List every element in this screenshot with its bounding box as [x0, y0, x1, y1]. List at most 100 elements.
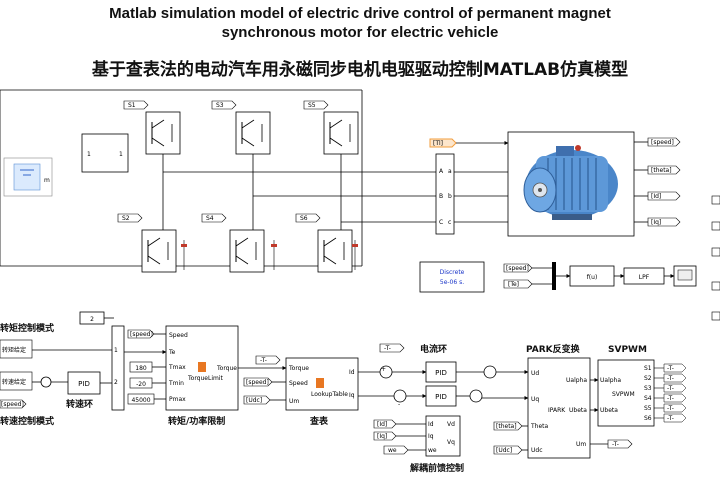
label-speed-loop: 转速环: [66, 398, 93, 410]
dec-out-vd: Vd: [447, 421, 455, 428]
svpwm-tag-3: -T-: [667, 385, 674, 392]
svpwm-out-s4: S4: [644, 395, 652, 402]
lookup-table-block[interactable]: [speed] [Udc] Torque Speed Um Id Iq Look…: [243, 357, 359, 427]
lut-out-iq: Iq: [349, 392, 355, 399]
lut-in-speed: Speed: [289, 380, 308, 387]
lut-in-torque: Torque: [288, 365, 309, 372]
pid-d-label: PID: [435, 369, 447, 377]
title-chinese: 基于查表法的电动汽车用永磁同步电机电驱驱动控制MATLAB仿真模型: [91, 60, 629, 80]
decouple-caption: 解耦前馈控制: [410, 462, 464, 474]
solver-line2: 5e-06 s.: [440, 279, 464, 286]
filter-in-te: [Te]: [508, 281, 519, 288]
dec-in-id: Id: [428, 421, 434, 428]
lut-block-name: LookupTable: [311, 391, 348, 398]
right-edge-blocks: [711, 195, 720, 321]
lut-speed-tag: [speed]: [246, 379, 269, 386]
tag-s4: S4: [206, 215, 214, 222]
pmsm-motor-block[interactable]: [507, 131, 635, 237]
igbt-s6[interactable]: [317, 229, 353, 273]
ipark-block[interactable]: PARK反变换 [theta] [Udc] Ud Uq Theta Udc Ua…: [493, 343, 633, 459]
bus-port-a-out: a: [448, 168, 452, 175]
dec-in-iq: Iq: [428, 433, 434, 440]
igbt-s4[interactable]: [229, 229, 265, 273]
speed-feedback-tag: [speed]: [1, 401, 24, 408]
switch-port-2: 2: [114, 379, 118, 386]
switch-port-1: 1: [114, 347, 118, 354]
tl-in-tmax: Tmax: [168, 364, 186, 371]
svpwm-tag-5: -T-: [667, 405, 674, 412]
tl-in-pmax: Pmax: [169, 396, 186, 403]
svpwm-out-s2: S2: [644, 375, 652, 382]
label-torque-mode: 转矩控制模式: [0, 322, 54, 334]
tag-s6: S6: [300, 215, 308, 222]
switch-tags: S1 S3 S5 S2 S4 S6: [117, 100, 329, 223]
igbt-s2[interactable]: [141, 229, 177, 273]
label-speed-mode: 转速控制模式: [0, 415, 54, 427]
bus-connector-block[interactable]: A B C a b c: [435, 153, 455, 235]
tl-in-tmin: Tmin: [168, 380, 184, 387]
lut-out-id: Id: [349, 369, 355, 376]
lut-in-um: Um: [289, 398, 299, 405]
torque-limit-block[interactable]: [speed] 180 -20 45000 Speed Te Tmax Tmin…: [127, 325, 287, 427]
park-in-uq: Uq: [531, 396, 539, 403]
cl-top-tag: -T-: [384, 345, 391, 352]
mode-section: 2 转矩控制模式 转矩给定 转速给定 PID [speed] 转速环 转速控制模…: [0, 311, 167, 427]
tag-s2: S2: [122, 215, 130, 222]
tl-const-2: -20: [136, 381, 146, 388]
svpwm-out-s3: S3: [644, 385, 652, 392]
gate-demux-block[interactable]: 1 1: [81, 133, 129, 173]
title-english: Matlab simulation model of electric driv…: [109, 5, 611, 41]
tl-const-1: 180: [135, 365, 147, 372]
svpwm-out-s5: S5: [644, 405, 652, 412]
powergui-solver-block[interactable]: Discrete 5e-06 s.: [419, 261, 485, 293]
motor-outputs: [speed] [theta] [Id] [Iq]: [634, 137, 681, 227]
svpwm-out-s6: S6: [644, 415, 652, 422]
motor-load-tag[interactable]: [Tl]: [429, 138, 457, 148]
igbt-s3[interactable]: [235, 111, 271, 155]
park-block-name: IPARK: [548, 407, 566, 414]
dec-out-vq: Vq: [447, 439, 455, 446]
park-in-udc: Udc: [531, 447, 543, 454]
bus-port-b: B: [439, 193, 443, 200]
lpf-label: LPF: [639, 274, 650, 281]
measurement-chain[interactable]: [speed] [Te] f(u) LPF: [503, 262, 697, 290]
tl-out-tag: -T-: [260, 357, 267, 364]
svpwm-tag-2: -T-: [667, 375, 674, 382]
sum-minus-q: -: [398, 401, 400, 408]
snubber-caps: [181, 240, 358, 270]
bus-port-a: A: [439, 168, 444, 175]
solver-line1: Discrete: [440, 269, 465, 276]
tl-out-torque: Torque: [216, 365, 237, 372]
mode-const: 2: [90, 316, 94, 323]
tl-block-name: TorqueLimit: [187, 375, 224, 382]
svpwm-in-ubeta: Ubeta: [600, 407, 618, 414]
dc-label: m: [44, 177, 50, 184]
out-theta: [theta]: [651, 167, 672, 174]
tl-const-3: 45000: [131, 397, 150, 404]
svpwm-block[interactable]: SVPWM Ualpha Ubeta SVPWM S1 S2 S3 S4 S5 …: [597, 345, 687, 427]
igbt-s1[interactable]: [145, 111, 181, 155]
cl-iq-tag: [Iq]: [377, 433, 387, 440]
bus-port-c-out: c: [448, 219, 451, 226]
dc-source-block[interactable]: m: [3, 157, 53, 197]
igbt-s5[interactable]: [323, 111, 359, 155]
svpwm-block-name: SVPWM: [612, 391, 635, 398]
current-loop[interactable]: 电流环 -T- + PID - PID [Id] [Iq] we Id Iq w…: [358, 343, 529, 474]
cl-id-tag: [Id]: [377, 421, 387, 428]
lut-caption: 查表: [309, 415, 329, 427]
bus-port-b-out: b: [448, 193, 452, 200]
tl-in-speed: Speed: [169, 332, 188, 339]
motor-in-tag: [Tl]: [433, 140, 443, 147]
current-loop-caption: 电流环: [420, 343, 447, 355]
park-theta-tag: [theta]: [496, 423, 517, 430]
svpwm-tag-4: -T-: [667, 395, 674, 402]
fcn-label: f(u): [587, 274, 598, 281]
filter-in-speed: [speed]: [506, 265, 529, 272]
tl-speed-tag: [speed]: [130, 331, 153, 338]
park-out-um: Um: [576, 441, 586, 448]
out-speed: [speed]: [651, 139, 674, 146]
dec-in-we: we: [428, 447, 437, 454]
svpwm-out-s1: S1: [644, 365, 652, 372]
sum-plus-d: +: [381, 366, 386, 373]
